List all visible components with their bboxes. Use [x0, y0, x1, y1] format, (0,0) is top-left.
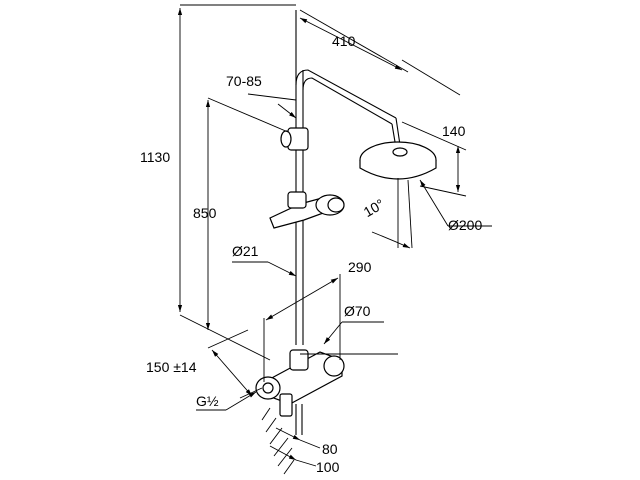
dimension-thread: G½: [196, 391, 257, 411]
label-diameter-21: Ø21: [232, 243, 259, 259]
dimension-1130: 1130: [140, 4, 296, 361]
dimension-100: 100: [269, 445, 340, 475]
label-290: 290: [348, 259, 372, 275]
dimension-850: 850: [193, 97, 289, 330]
label-150-14: 150 ±14: [146, 359, 197, 375]
thermostat-mixer: [255, 349, 345, 435]
dimension-diameter-21: Ø21: [232, 243, 297, 277]
label-100: 100: [316, 459, 340, 475]
spray-angle-10: 10°: [361, 178, 413, 249]
label-70-85: 70-85: [226, 73, 262, 89]
rain-shower-head: [359, 141, 437, 180]
dimension-290: 290: [263, 259, 372, 382]
label-1130: 1130: [140, 149, 170, 165]
label-diameter-200: Ø200: [448, 217, 482, 233]
dimension-150: 150 ±14: [146, 329, 263, 399]
label-850: 850: [193, 205, 217, 221]
label-diameter-70: Ø70: [344, 303, 371, 319]
dimension-410: 410: [299, 9, 461, 96]
label-g-half: G½: [196, 393, 219, 409]
dimension-80: 80: [275, 427, 338, 457]
hand-shower: [269, 191, 345, 229]
dimension-diameter-70: Ø70: [300, 303, 398, 355]
dimension-140: 140: [401, 121, 467, 197]
wall-hatching: [261, 407, 295, 475]
dimension-diameter-200: Ø200: [419, 179, 492, 233]
label-140: 140: [442, 123, 466, 139]
label-10-degrees: 10°: [361, 196, 387, 220]
slide-bracket: [280, 127, 309, 151]
dimension-70-85: 70-85: [226, 73, 297, 119]
label-410: 410: [332, 33, 356, 49]
label-80: 80: [322, 441, 338, 457]
